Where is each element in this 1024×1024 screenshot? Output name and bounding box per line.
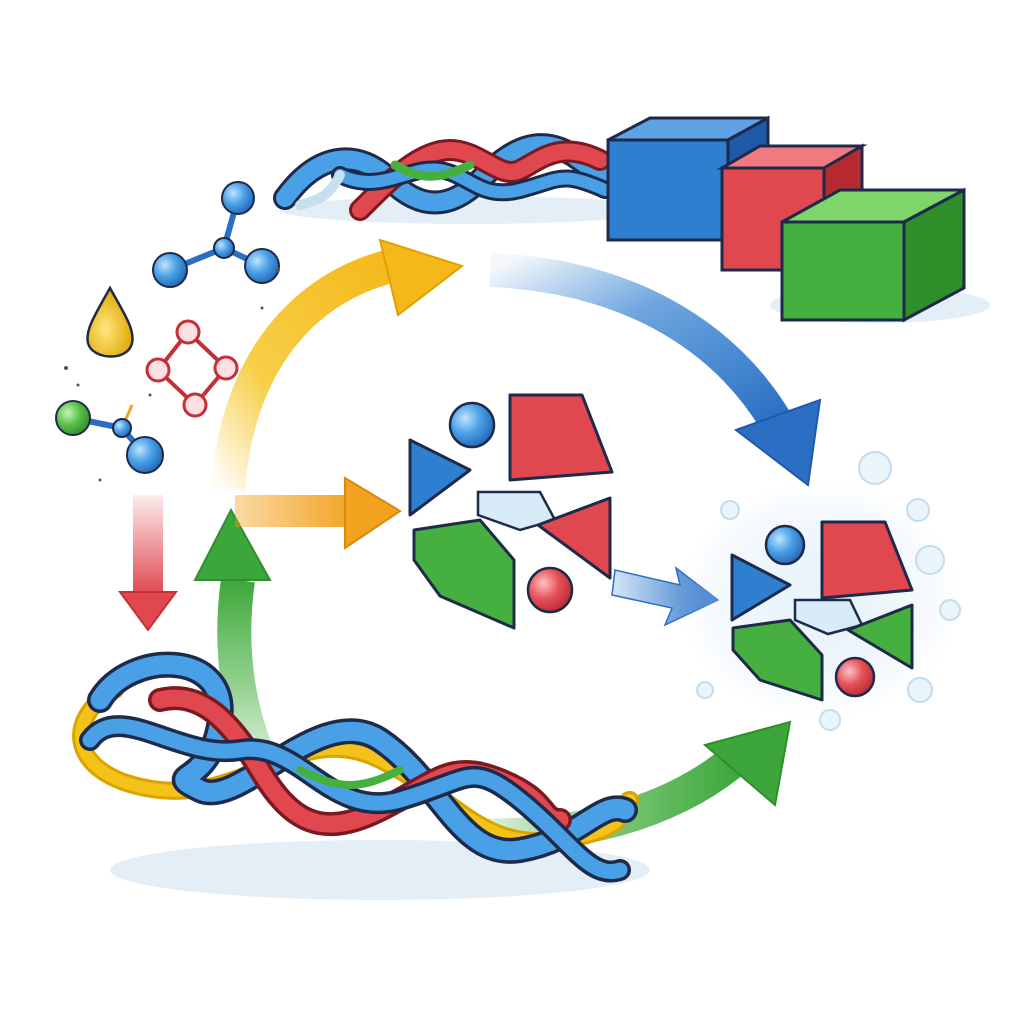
green-cube-icon <box>780 187 966 323</box>
cycle-arrows <box>118 238 822 853</box>
particle-dots <box>64 268 280 482</box>
blue-cycle-arrow-icon <box>489 253 822 487</box>
bottom-double-helix-icon <box>72 651 639 883</box>
central-protein-complex-icon <box>408 393 614 630</box>
molecule-icon <box>152 181 280 288</box>
yellow-cycle-arrow-icon <box>211 238 465 492</box>
molecules-group <box>55 181 280 482</box>
top-double-helix-icon <box>273 133 637 221</box>
droplet-icon <box>86 285 134 358</box>
bound-protein-complex-icon <box>730 520 914 702</box>
red-down-arrow-icon <box>118 495 178 632</box>
green-blue-molecule-icon <box>55 400 164 474</box>
ring-molecule-icon <box>145 319 239 418</box>
cubes-group <box>606 115 966 323</box>
orange-right-arrow-icon <box>235 476 402 550</box>
